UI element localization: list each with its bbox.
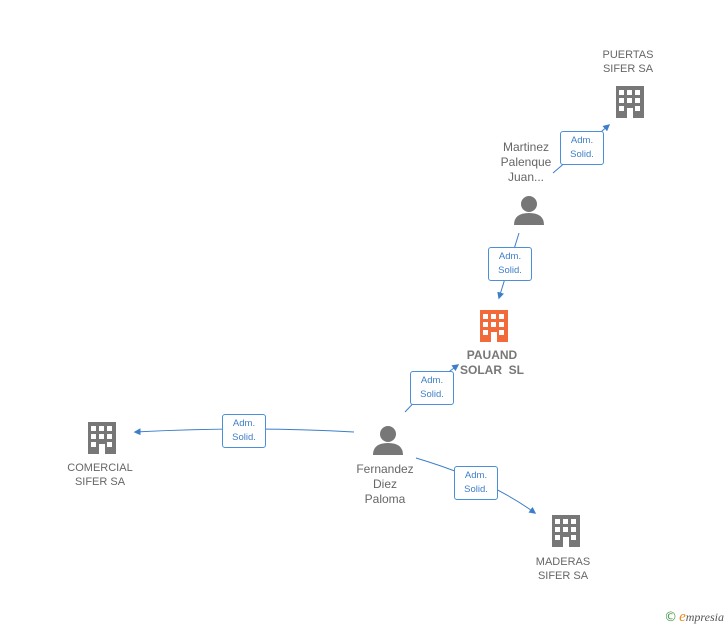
edge-badge-martinez-pauand[interactable]: Adm. Solid. bbox=[488, 247, 532, 281]
person-icon[interactable] bbox=[514, 196, 544, 225]
edge-badge-line: Adm. bbox=[498, 251, 522, 262]
building-icon[interactable] bbox=[88, 422, 116, 454]
node-label-line: PAUAND bbox=[466, 348, 518, 362]
edge-badge-fernandez-pauand[interactable]: Adm. Solid. bbox=[410, 371, 454, 405]
node-label-line: MADERAS bbox=[535, 556, 591, 568]
edge-badge-line: Solid. bbox=[232, 432, 256, 443]
edge-badge-line: Solid. bbox=[464, 484, 488, 495]
edge-badge-line: Solid. bbox=[420, 389, 444, 400]
node-label-pauand[interactable]: PAUAND SOLAR SL bbox=[452, 348, 532, 378]
node-label-line: PUERTAS bbox=[602, 49, 654, 61]
edge-badge-line: Solid. bbox=[498, 265, 522, 276]
node-label-line: SIFER SA bbox=[74, 476, 126, 488]
brand-logo-e: e bbox=[679, 609, 686, 625]
node-label-fernandez[interactable]: Fernandez Diez Paloma bbox=[345, 462, 425, 507]
node-label-maderas[interactable]: MADERAS SIFER SA bbox=[523, 555, 603, 583]
node-label-line: Juan... bbox=[507, 170, 545, 184]
node-label-line: Martinez bbox=[502, 140, 549, 154]
edge-badge-line: Solid. bbox=[570, 149, 594, 160]
edge-badge-line: Adm. bbox=[570, 135, 594, 146]
node-label-line: COMERCIAL bbox=[67, 462, 133, 474]
node-label-comercial[interactable]: COMERCIAL SIFER SA bbox=[60, 461, 140, 489]
node-label-line: SIFER SA bbox=[602, 63, 654, 75]
edge-badge-martinez-puertas[interactable]: Adm. Solid. bbox=[560, 131, 604, 165]
edge-badge-line: Adm. bbox=[420, 375, 444, 386]
copyright-icon: © bbox=[664, 610, 678, 625]
node-label-line: SOLAR SL bbox=[459, 363, 524, 377]
node-label-puertas[interactable]: PUERTAS SIFER SA bbox=[588, 48, 668, 76]
node-label-line: Fernandez bbox=[356, 462, 414, 476]
edge-badge-line: Adm. bbox=[232, 418, 256, 429]
building-icon[interactable] bbox=[552, 515, 580, 547]
node-label-martinez[interactable]: Martinez Palenque Juan... bbox=[486, 140, 566, 185]
node-label-line: SIFER SA bbox=[537, 570, 589, 582]
brand-logo-text: mpresia bbox=[685, 610, 724, 624]
brand-logo: ©empresia bbox=[664, 609, 724, 626]
edge-badge-fernandez-comercial[interactable]: Adm. Solid. bbox=[222, 414, 266, 448]
node-label-line: Paloma bbox=[364, 492, 406, 506]
edge-badge-line: Adm. bbox=[464, 470, 488, 481]
edge-badge-fernandez-maderas[interactable]: Adm. Solid. bbox=[454, 466, 498, 500]
building-icon[interactable] bbox=[616, 86, 644, 118]
person-icon[interactable] bbox=[373, 426, 403, 455]
building-icon[interactable] bbox=[480, 310, 508, 342]
node-label-line: Diez bbox=[372, 477, 397, 491]
node-label-line: Palenque bbox=[500, 155, 552, 169]
